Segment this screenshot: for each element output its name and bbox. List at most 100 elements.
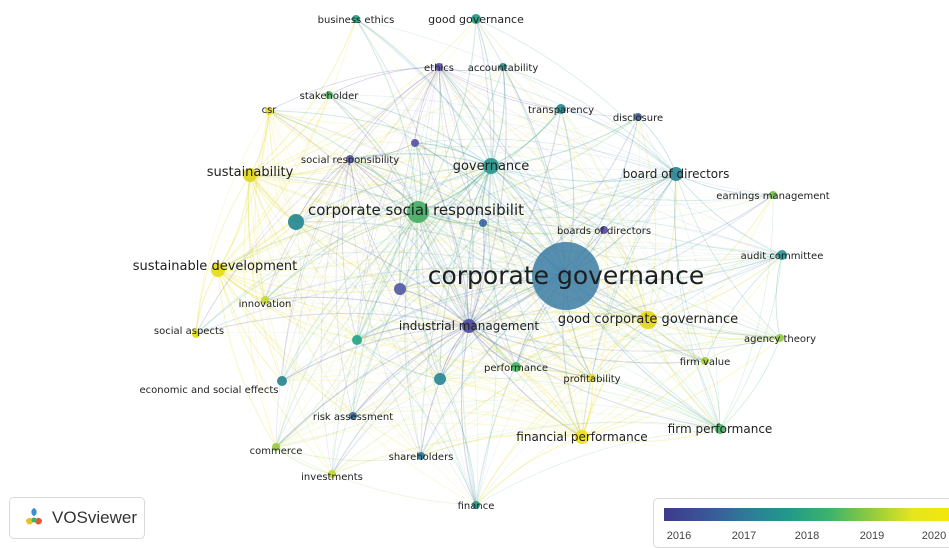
node-label-audit-committee[interactable]: audit committee: [741, 251, 824, 262]
node-profitability[interactable]: [588, 374, 596, 382]
node-label-good-corporate-governance[interactable]: good corporate governance: [558, 312, 738, 327]
node-unlabeled-4[interactable]: [434, 373, 446, 385]
link: [490, 165, 781, 339]
node-economic-and-social-effects[interactable]: [277, 376, 287, 386]
node-label-risk-assessment[interactable]: risk assessment: [313, 412, 393, 423]
node-sustainability[interactable]: [243, 168, 257, 182]
node-label-disclosure[interactable]: disclosure: [613, 113, 663, 124]
node-shareholders[interactable]: [417, 452, 425, 460]
node-label-firm-performance[interactable]: firm performance: [668, 422, 773, 436]
node-transparency[interactable]: [556, 104, 566, 114]
node-finance[interactable]: [472, 501, 480, 509]
link: [468, 66, 507, 327]
link: [249, 174, 781, 339]
node-earnings-management[interactable]: [769, 191, 777, 199]
node-label-boards-of-directors[interactable]: boards of directors: [557, 226, 651, 237]
link: [295, 168, 677, 223]
node-label-industrial-management[interactable]: industrial management: [399, 319, 540, 333]
node-label-social-responsibility[interactable]: social responsibility: [301, 155, 399, 166]
link: [581, 194, 774, 438]
link: [352, 211, 419, 417]
link: [349, 158, 706, 362]
node-firm-value[interactable]: [701, 357, 709, 365]
link: [439, 377, 721, 430]
link: [349, 158, 470, 327]
link: [249, 174, 401, 290]
link: [414, 142, 593, 379]
node-label-finance[interactable]: finance: [458, 501, 495, 512]
link: [591, 254, 783, 379]
node-unlabeled-3[interactable]: [352, 335, 362, 345]
node-label-social-aspects[interactable]: social aspects: [154, 326, 224, 337]
node-agency-theory[interactable]: [776, 334, 784, 342]
link: [255, 110, 270, 301]
link: [420, 66, 441, 380]
node-business-ethics[interactable]: [352, 15, 360, 23]
link: [581, 319, 649, 438]
node-label-economic-and-social-effects[interactable]: economic and social effects: [140, 385, 279, 396]
link: [264, 299, 583, 438]
node-label-innovation[interactable]: innovation: [239, 299, 292, 310]
node-corporate-social-responsibility[interactable]: [407, 201, 429, 223]
node-performance[interactable]: [511, 362, 521, 372]
node-ethics[interactable]: [435, 63, 443, 71]
node-sustainable-development[interactable]: [211, 263, 225, 277]
node-industrial-management[interactable]: [462, 319, 476, 333]
node-commerce[interactable]: [272, 443, 280, 451]
node-label-transparency[interactable]: transparency: [528, 105, 594, 116]
node-csr[interactable]: [265, 107, 273, 115]
node-firm-performance[interactable]: [715, 424, 725, 434]
node-label-shareholders[interactable]: shareholders: [389, 452, 454, 463]
node-label-investments[interactable]: investments: [301, 472, 363, 483]
scale-tick: 2020: [921, 530, 947, 542]
node-good-corporate-governance[interactable]: [639, 311, 657, 329]
node-label-corporate-governance[interactable]: corporate governance: [428, 261, 705, 290]
node-social-aspects[interactable]: [192, 330, 200, 338]
node-disclosure[interactable]: [634, 113, 642, 121]
node-accountability[interactable]: [499, 63, 507, 71]
link: [719, 337, 781, 430]
node-governance[interactable]: [483, 158, 499, 174]
node-label-performance[interactable]: performance: [484, 363, 548, 374]
node-label-commerce[interactable]: commerce: [250, 446, 303, 457]
node-label-csr[interactable]: csr: [262, 105, 278, 116]
node-label-firm-value[interactable]: firm value: [680, 357, 730, 368]
link: [417, 116, 639, 213]
node-investments[interactable]: [328, 470, 336, 478]
node-label-good-governance[interactable]: good governance: [428, 13, 524, 26]
node-label-corporate-social-responsibility[interactable]: corporate social responsibilit: [308, 201, 524, 219]
node-boards-of-directors[interactable]: [600, 226, 608, 234]
node-stakeholder[interactable]: [325, 91, 333, 99]
link: [268, 110, 721, 430]
node-label-earnings-management[interactable]: earnings management: [716, 191, 829, 202]
link: [217, 18, 477, 271]
vosviewer-logo[interactable]: VOSviewer: [9, 497, 145, 539]
node-label-sustainability[interactable]: sustainability: [207, 165, 294, 180]
node-corporate-governance[interactable]: [532, 242, 600, 310]
node-label-agency-theory[interactable]: agency theory: [744, 334, 816, 345]
node-label-board-of-directors[interactable]: board of directors: [623, 167, 730, 181]
node-label-ethics[interactable]: ethics: [424, 63, 454, 74]
node-label-stakeholder[interactable]: stakeholder: [300, 91, 360, 102]
node-label-profitability[interactable]: profitability: [563, 374, 620, 385]
link: [275, 337, 781, 448]
node-unlabeled-6[interactable]: [479, 219, 487, 227]
node-label-sustainable-development[interactable]: sustainable development: [133, 259, 297, 274]
node-financial-performance[interactable]: [575, 430, 589, 444]
node-risk-assessment[interactable]: [349, 412, 357, 420]
link: [268, 66, 440, 112]
node-label-governance[interactable]: governance: [453, 159, 530, 174]
node-innovation[interactable]: [261, 296, 269, 304]
node-audit-committee[interactable]: [777, 250, 787, 260]
node-unlabeled-5[interactable]: [411, 139, 419, 147]
node-label-accountability[interactable]: accountability: [468, 63, 539, 74]
node-label-business-ethics[interactable]: business ethics: [318, 15, 395, 26]
node-unlabeled-1[interactable]: [288, 214, 304, 230]
node-label-financial-performance[interactable]: financial performance: [516, 430, 647, 444]
node-good-governance[interactable]: [471, 14, 481, 24]
node-board-of-directors[interactable]: [669, 167, 683, 181]
node-social-responsibility[interactable]: [346, 155, 354, 163]
link: [356, 338, 593, 379]
node-unlabeled-2[interactable]: [394, 283, 406, 295]
